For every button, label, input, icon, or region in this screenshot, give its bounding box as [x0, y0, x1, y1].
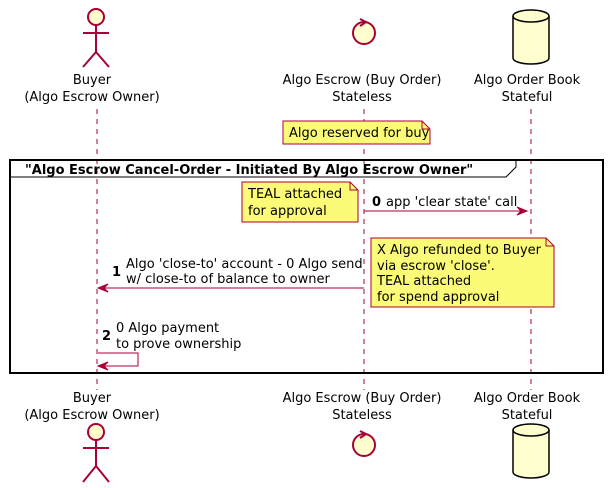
participant-escrow-subtitle-bottom: Stateless: [332, 408, 392, 423]
note-reserved: Algo reserved for buy: [282, 120, 431, 145]
participant-escrow-subtitle: Stateless: [332, 90, 392, 105]
participant-buyer-name: Buyer: [73, 73, 112, 88]
message-2-label-line-1: 0 Algo payment: [116, 321, 219, 336]
participant-escrow-name: Algo Escrow (Buy Order): [283, 73, 442, 88]
participant-orderbook-subtitle-bottom: Stateful: [502, 408, 553, 423]
message-0-label: app 'clear state' call: [386, 195, 517, 210]
note-refund-line-1: X Algo refunded to Buyer: [377, 243, 542, 258]
message-0: 0 app 'clear state' call: [364, 195, 529, 216]
participant-orderbook-name: Algo Order Book: [474, 73, 581, 88]
group-title: "Algo Escrow Cancel-Order - Initiated By…: [25, 163, 473, 178]
control-icon: [352, 18, 376, 45]
message-1: 1 Algo 'close-to' account - 0 Algo send …: [96, 257, 364, 293]
participant-orderbook-name-bottom: Algo Order Book: [474, 391, 581, 406]
participant-buyer-subtitle-bottom: (Algo Escrow Owner): [24, 408, 159, 423]
control-icon: [352, 430, 376, 457]
message-2-number: 2: [102, 329, 111, 344]
note-teal-line-2: for approval: [248, 204, 327, 219]
group-frame: "Algo Escrow Cancel-Order - Initiated By…: [9, 159, 604, 374]
message-2-label-line-2: to prove ownership: [116, 337, 241, 352]
message-2: 2 0 Algo payment to prove ownership: [96, 321, 241, 371]
database-icon: [512, 9, 550, 65]
note-reserved-text: Algo reserved for buy: [289, 126, 430, 141]
participant-buyer-name-bottom: Buyer: [73, 391, 112, 406]
note-teal-line-1: TEAL attached: [247, 187, 342, 202]
database-icon: [512, 423, 550, 479]
note-refund: X Algo refunded to Buyer via escrow 'clo…: [370, 237, 555, 308]
note-refund-line-3: TEAL attached: [376, 274, 471, 289]
participant-buyer-subtitle: (Algo Escrow Owner): [24, 90, 159, 105]
message-1-label-line-1: Algo 'close-to' account - 0 Algo send: [126, 257, 363, 272]
message-1-number: 1: [112, 265, 121, 280]
note-teal-approval: TEAL attached for approval: [241, 181, 359, 223]
note-refund-line-2: via escrow 'close'.: [377, 259, 495, 274]
message-0-number: 0: [372, 195, 381, 210]
actor-icon: [82, 423, 110, 483]
message-1-label-line-2: w/ close-to of balance to owner: [126, 272, 330, 287]
participant-escrow-name-bottom: Algo Escrow (Buy Order): [283, 391, 442, 406]
participant-orderbook-subtitle: Stateful: [502, 90, 553, 105]
note-refund-line-4: for spend approval: [377, 290, 499, 305]
actor-icon: [82, 8, 110, 68]
